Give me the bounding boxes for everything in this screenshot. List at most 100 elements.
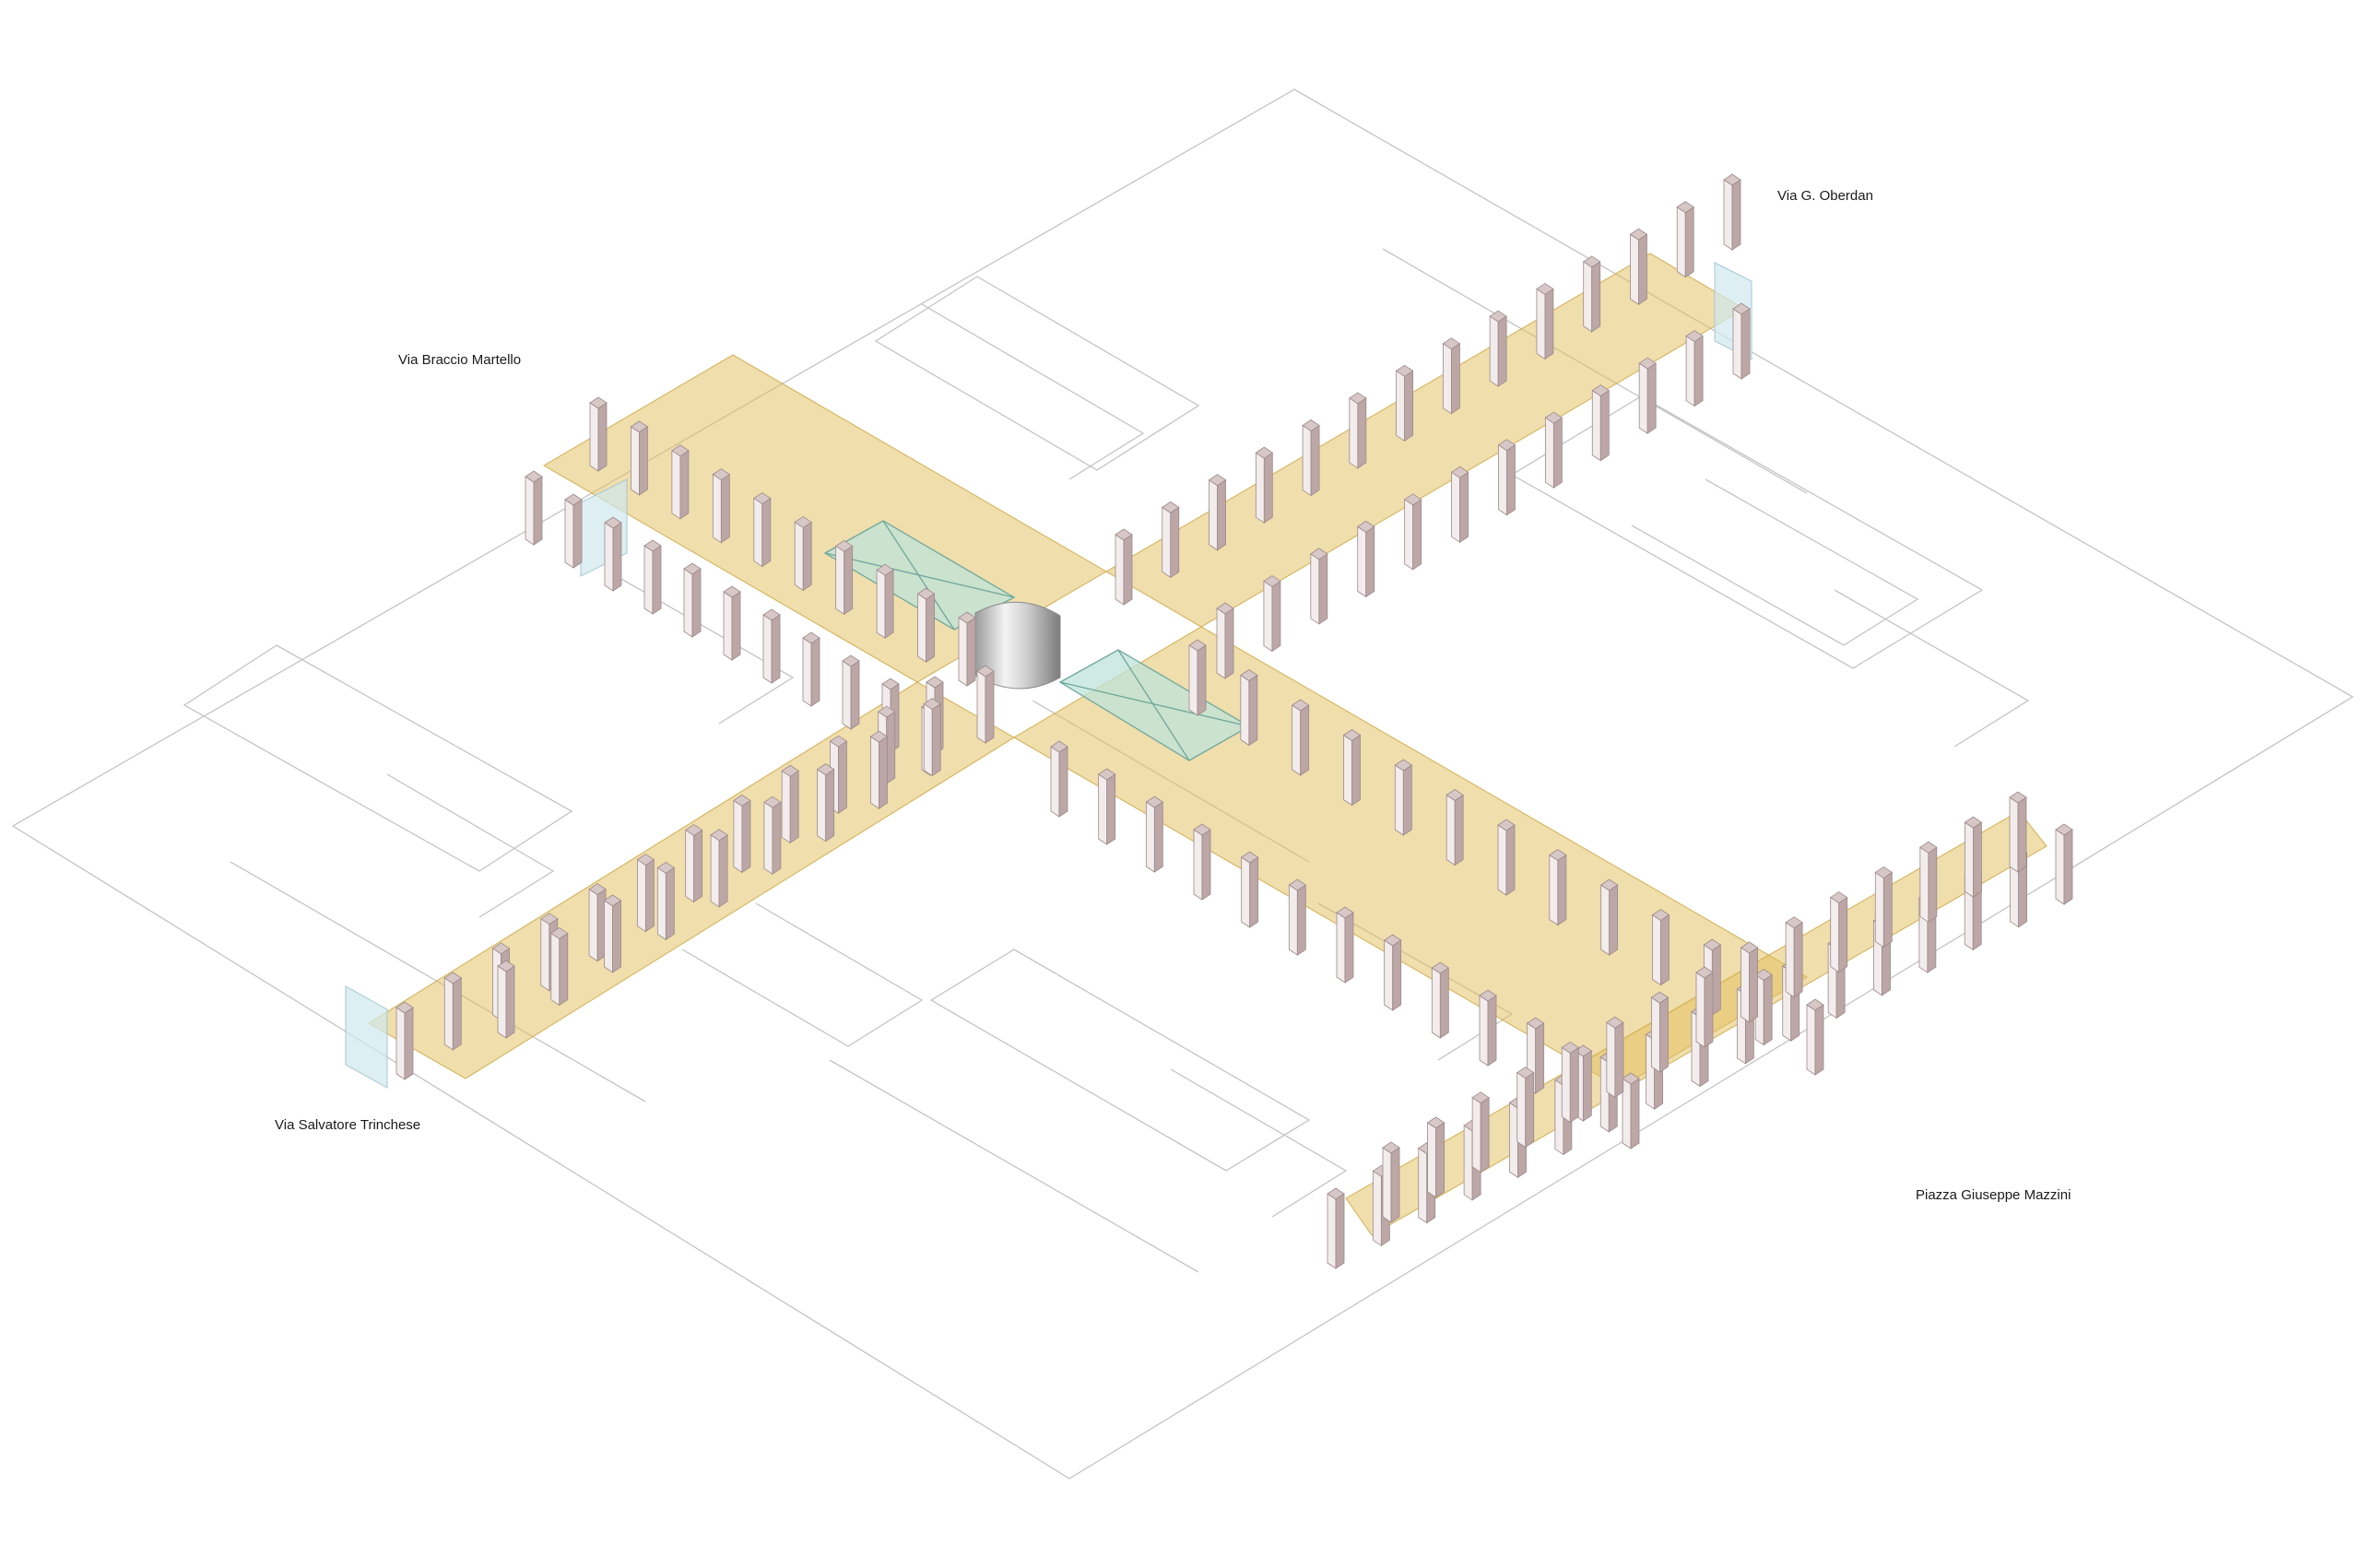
column	[684, 823, 703, 903]
column	[976, 665, 995, 744]
plan-block-south	[929, 949, 1311, 1172]
column	[712, 468, 731, 544]
column	[816, 763, 835, 843]
column	[1471, 1091, 1490, 1173]
column	[1382, 1141, 1400, 1223]
column	[630, 420, 649, 496]
column	[1685, 330, 1704, 407]
column	[1536, 282, 1554, 360]
plan-block-north	[874, 276, 1200, 471]
column	[1450, 466, 1469, 544]
column	[1431, 961, 1450, 1039]
column	[1097, 768, 1116, 845]
column	[1395, 364, 1414, 442]
column	[1255, 446, 1274, 524]
column	[733, 794, 751, 874]
column	[395, 1001, 414, 1080]
column	[753, 492, 772, 568]
label-via-salvatore-trinchese: Via Salvatore Trinchese	[275, 1117, 421, 1133]
column	[1732, 302, 1751, 380]
column	[1193, 823, 1211, 901]
label-piazza-giuseppe-mazzini: Piazza Giuseppe Mazzini	[1916, 1187, 2071, 1203]
column	[604, 516, 622, 592]
column	[1723, 173, 1741, 251]
column	[1446, 789, 1464, 867]
column	[794, 515, 812, 592]
column	[923, 698, 941, 777]
column	[1310, 548, 1328, 625]
column	[876, 563, 894, 639]
skylight-north-brace	[824, 552, 1015, 598]
column	[2009, 791, 2027, 873]
column	[1695, 966, 1714, 1048]
column	[1676, 201, 1694, 278]
column	[1561, 1041, 1580, 1124]
column	[1806, 998, 1824, 1076]
rotunda-cylinder	[974, 601, 1061, 690]
column	[802, 631, 820, 707]
column	[1442, 337, 1461, 415]
column	[1383, 934, 1402, 1011]
column	[1874, 866, 1894, 949]
column	[1919, 841, 1938, 924]
column	[1606, 1016, 1624, 1099]
column	[2055, 823, 2073, 905]
skylight-north-brace	[882, 520, 955, 631]
column	[1964, 816, 1983, 898]
column	[1651, 909, 1670, 986]
column	[443, 972, 462, 1051]
column	[842, 654, 860, 730]
column	[1516, 1067, 1535, 1149]
column	[1785, 916, 1803, 998]
column	[1629, 228, 1648, 305]
column	[1497, 819, 1516, 896]
column	[1829, 891, 1848, 973]
column	[1650, 991, 1670, 1073]
plan-wall	[829, 1059, 1199, 1273]
column	[1426, 1116, 1446, 1198]
column-set	[395, 173, 2073, 1269]
column	[1291, 699, 1310, 776]
column	[781, 764, 799, 844]
column	[603, 894, 622, 973]
column	[1188, 639, 1207, 716]
column	[1638, 357, 1657, 434]
column	[1216, 602, 1234, 679]
label-via-oberdan: Via G. Oberdan	[1777, 188, 1873, 204]
column	[671, 444, 690, 520]
column	[564, 493, 583, 569]
column	[1162, 501, 1180, 579]
plan-block-east	[1510, 395, 1984, 669]
plan-site-boundary	[11, 88, 2354, 1480]
column	[1263, 574, 1281, 653]
column	[1489, 310, 1507, 387]
plan-wall	[386, 773, 555, 918]
column	[1622, 1072, 1640, 1149]
plan-wall	[1834, 589, 2030, 748]
column	[1302, 419, 1320, 497]
column	[1208, 474, 1227, 551]
column	[589, 396, 608, 472]
column	[1544, 411, 1564, 489]
column	[1240, 669, 1258, 747]
column	[497, 960, 515, 1039]
column	[723, 585, 741, 661]
glass-skylights	[823, 520, 1251, 761]
column	[1240, 851, 1259, 928]
column	[1327, 1187, 1345, 1269]
column	[762, 608, 781, 684]
plan-wall	[681, 902, 924, 1047]
column	[763, 796, 782, 875]
column	[710, 829, 728, 908]
column	[1582, 255, 1601, 333]
central-rotunda	[974, 601, 1061, 690]
column	[1288, 878, 1307, 956]
column	[1050, 740, 1068, 818]
column	[1336, 906, 1354, 984]
column	[1549, 849, 1567, 926]
column	[1479, 989, 1497, 1067]
column	[1349, 392, 1367, 469]
column	[1394, 759, 1413, 836]
endwall-trinchese	[345, 985, 388, 1089]
